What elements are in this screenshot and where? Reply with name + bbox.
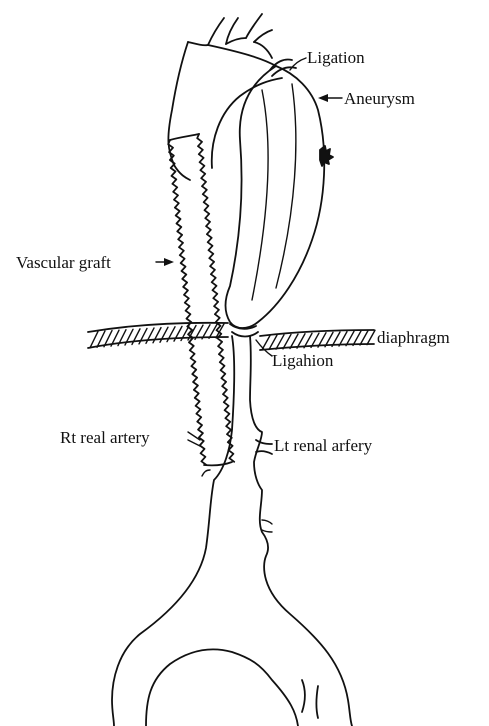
label-ligation-top: Ligation: [307, 48, 365, 67]
diaphragm-hatch-line: [167, 327, 175, 342]
diaphragm-hatch-line: [132, 329, 140, 345]
diaphragm-hatch-line: [90, 331, 98, 347]
label-ligation-bottom: Ligahion: [272, 351, 334, 370]
leader-lines: [156, 58, 342, 446]
diaphragm-hatch-line: [367, 330, 375, 344]
aortic-arch: [168, 14, 282, 180]
label-diaphragm: diaphragm: [377, 328, 450, 347]
vascular-graft: [168, 134, 234, 465]
diaphragm-hatch-line: [360, 331, 368, 345]
diaphragm-hatch-line: [153, 328, 161, 343]
diaphragm-hatch-line: [269, 335, 277, 349]
label-lt-artery: Lt renal arfery: [274, 436, 373, 455]
aneurysm-sac: [226, 59, 334, 328]
label-aneurysm: Aneurysm: [344, 89, 415, 108]
diaphragm-hatch-line: [146, 328, 154, 343]
abdominal-aorta: [112, 336, 352, 726]
diaphragm-hatch-line: [353, 331, 361, 345]
label-vascular-graft: Vascular graft: [16, 253, 111, 272]
diaphragm-hatch-line: [139, 328, 147, 343]
diaphragm-hatch-line: [160, 327, 168, 342]
label-rt-artery: Rt real artery: [60, 428, 150, 447]
